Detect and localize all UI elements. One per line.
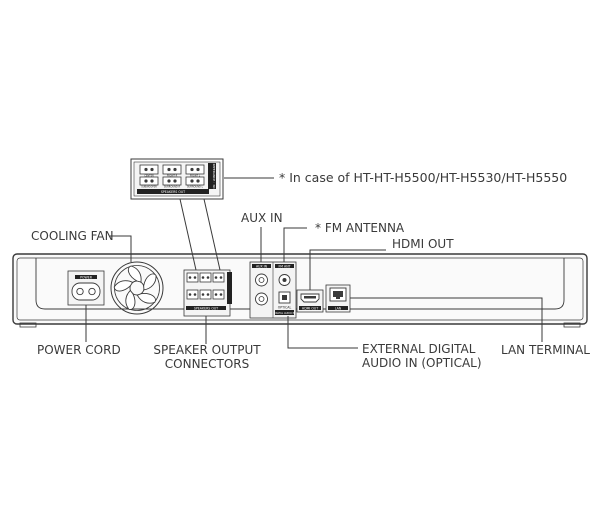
speaker-output-line1: SPEAKER OUTPUT: [153, 343, 261, 357]
power-label: POWER: [80, 275, 93, 279]
fm-antenna-callout: * FM ANTENNA: [315, 221, 405, 235]
digital-audio-in-label: DIGITAL AUDIO IN: [274, 312, 295, 315]
input-jack-block: AUX IN FM ANT OPTICAL DIGITAL AUDIO IN: [249, 261, 297, 319]
lan-terminal-callout: LAN TERMINAL: [501, 343, 590, 357]
optical-line2: AUDIO IN (OPTICAL): [362, 356, 482, 370]
power-inlet: POWER: [67, 270, 105, 306]
speaker-output-line2: CONNECTORS: [164, 357, 250, 371]
inset-subwoofer-label: SUBWOOFER: [141, 186, 157, 189]
impedance-label: IMPEDANCE : 3Ω: [212, 164, 216, 190]
speaker-inset: IMPEDANCE : 3Ω SPEAKERS OUT CENTER FRONT…: [130, 158, 224, 200]
inset-surround-r-label: SURROUND R: [164, 186, 181, 189]
inset-front-r-label: FRONT R: [167, 174, 178, 177]
aux-in-callout: AUX IN: [241, 211, 283, 225]
lan-panel-label: LAN: [335, 306, 342, 310]
power-cord-callout: POWER CORD: [37, 343, 121, 357]
aux-in-panel-label: AUX IN: [256, 264, 268, 268]
leader-lines: [85, 177, 543, 349]
speakers-out-label: SPEAKERS OUT: [194, 306, 218, 310]
lan-port: LAN: [325, 284, 351, 313]
inset-front-l-label: FRONT L: [190, 174, 201, 177]
hdmi-out-callout: HDMI OUT: [392, 237, 454, 251]
cooling-fan: [110, 261, 164, 315]
speakers-out-inset-label: SPEAKERS OUT: [161, 190, 185, 194]
optical-callout: EXTERNAL DIGITAL AUDIO IN (OPTICAL): [362, 342, 482, 370]
hdmi-out-port: HDMI OUT: [296, 289, 324, 313]
optical-panel-label: OPTICAL: [278, 306, 292, 310]
model-note-callout: * In case of HT-HT-H5500/HT-H5530/HT-H55…: [279, 170, 568, 185]
inset-center-label: CENTER: [144, 174, 154, 177]
hdmi-out-panel-label: HDMI OUT: [302, 306, 318, 310]
speaker-terminal-block: SPEAKERS OUT: [183, 269, 232, 317]
optical-line1: EXTERNAL DIGITAL: [362, 342, 476, 356]
speaker-output-callout: SPEAKER OUTPUT CONNECTORS: [150, 343, 264, 371]
cooling-fan-callout: COOLING FAN: [31, 229, 114, 243]
inset-surround-l-label: SURROUND L: [187, 186, 204, 189]
fm-ant-panel-label: FM ANT: [278, 264, 290, 268]
